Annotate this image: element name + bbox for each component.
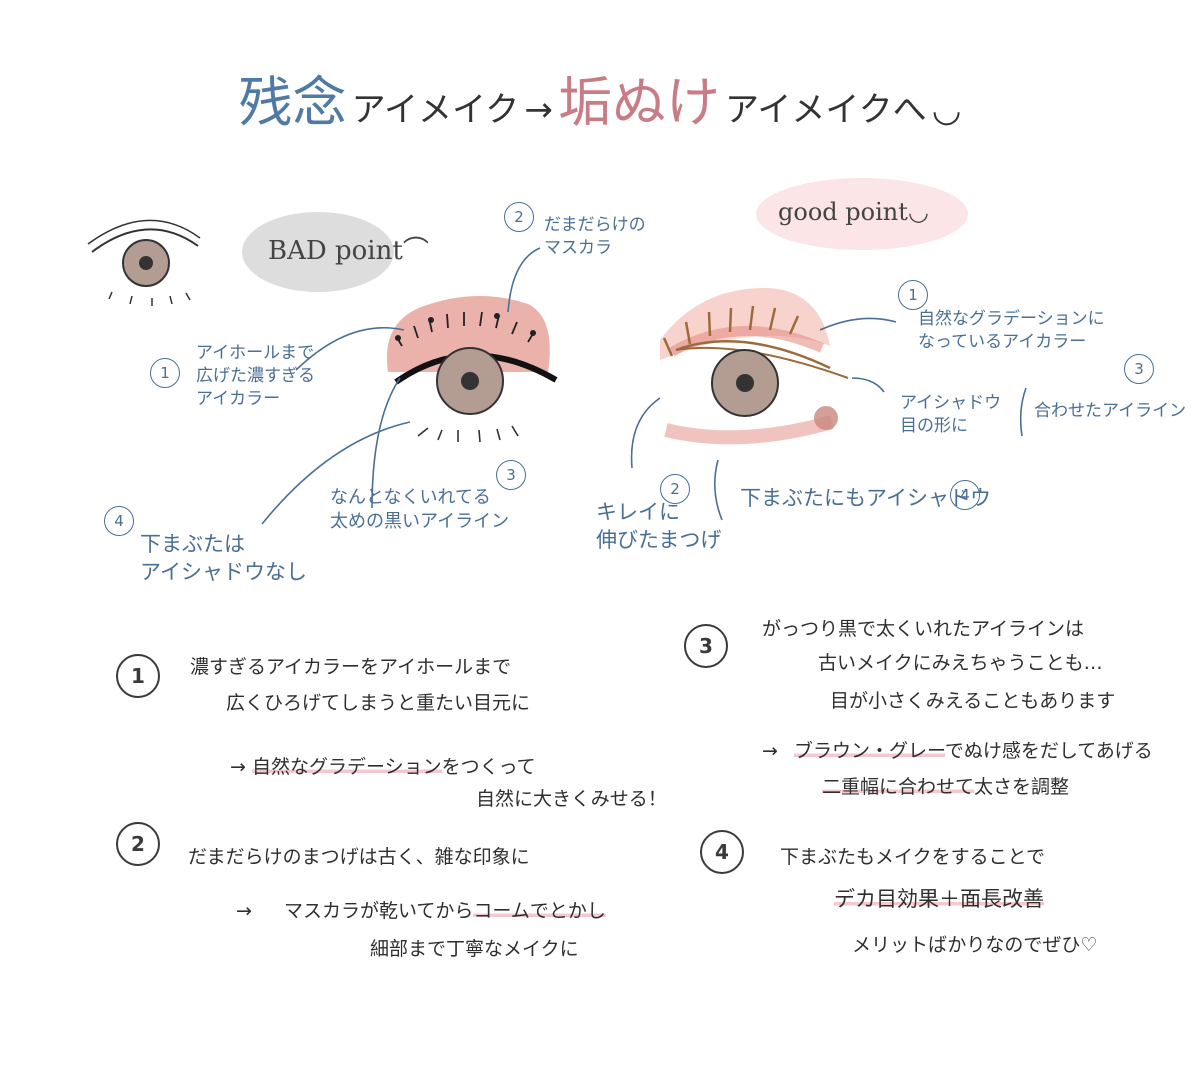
- note4-highlight: デカ目効果＋面長改善: [834, 887, 1044, 911]
- note2-line3: 細部まで丁寧なメイクに: [370, 938, 579, 960]
- good-badge-label: good point: [778, 198, 908, 226]
- bad-num-2: 2: [504, 202, 534, 232]
- note1-line3: → 自然なグラデーションをつくって: [230, 756, 536, 780]
- good-annotation-3a: アイシャドウ 目の形に: [900, 393, 1002, 436]
- good-num-2: 2: [660, 474, 690, 504]
- page-title: 残念 アイメイク → 垢ぬけ アイメイクへ ◡: [0, 58, 1200, 137]
- note3-line3: 目が小さくみえることもあります: [830, 690, 1116, 712]
- bad-annotation-4: 下まぶたは アイシャドウなし: [140, 532, 307, 585]
- bad-badge-bg: [242, 212, 394, 292]
- good-num-4: 4: [950, 480, 980, 510]
- good-eye: [660, 287, 849, 445]
- leader-lines: [261, 247, 1027, 525]
- note-num-2: 2: [116, 822, 160, 866]
- title-part4: アイメイクへ: [725, 90, 927, 130]
- good-badge-bg: [756, 178, 968, 250]
- reference-eye: [87, 219, 201, 306]
- note-num-4: 4: [700, 830, 744, 874]
- note1-line1: 濃すぎるアイカラーをアイホールまで: [190, 656, 512, 678]
- title-arrow: →: [524, 90, 553, 130]
- note-num-3: 3: [684, 624, 728, 668]
- note2-line1: だまだらけのまつげは古く、雑な印象に: [188, 846, 530, 868]
- title-emoji: ◡: [931, 90, 962, 130]
- bad-annotation-2: だまだらけの マスカラ: [544, 215, 646, 258]
- title-part3: 垢ぬけ: [557, 71, 720, 134]
- good-annotation-2: キレイに 伸びたまつげ: [596, 500, 722, 553]
- title-part2: アイメイク: [351, 90, 520, 130]
- good-face-icon: ◡: [907, 198, 929, 226]
- note3-line5: 二重幅に合わせて太さを調整: [822, 776, 1069, 800]
- bad-badge: BAD point⌒: [268, 238, 429, 264]
- bad-eye: [386, 296, 558, 443]
- note1-line4: 自然に大きくみせる！: [476, 788, 667, 810]
- bad-num-1: 1: [150, 358, 180, 388]
- note1-arrow: →: [230, 756, 246, 778]
- note-num-1: 1: [116, 654, 160, 698]
- note3-line4-rest: でぬけ感をだしてあげる: [944, 740, 1153, 762]
- note3-line5-rest: 太さを調整: [974, 776, 1070, 798]
- good-num-1: 1: [898, 280, 928, 310]
- note1-line3-rest: をつくって: [441, 756, 536, 778]
- note2-line2: → マスカラが乾いてからコームでとかし: [236, 900, 606, 924]
- note3-arrow: →: [762, 740, 778, 762]
- note4-line1: 下まぶたもメイクをすることで: [780, 846, 1046, 868]
- good-annotation-3b: 合わせたアイライン: [1034, 401, 1187, 421]
- bad-num-3: 3: [496, 460, 526, 490]
- note1-highlight: 自然なグラデーション: [251, 756, 442, 778]
- bad-badge-label: BAD point: [268, 236, 403, 266]
- note1-line2: 広くひろげてしまうと重たい目元に: [226, 692, 531, 714]
- note3-highlight: ブラウン・グレー: [793, 740, 945, 762]
- good-annotation-4: 下まぶたにもアイシャドウ: [740, 486, 991, 510]
- good-num-3: 3: [1124, 354, 1154, 384]
- note3-line2: 古いメイクにみえちゃうことも…: [818, 652, 1103, 674]
- note2-arrow: →: [236, 900, 252, 922]
- note3-highlight2: 二重幅に合わせて: [822, 776, 975, 798]
- good-annotation-1: 自然なグラデーションに なっているアイカラー: [918, 309, 1105, 352]
- bad-annotation-1: アイホールまで 広げた濃すぎる アイカラー: [196, 343, 315, 409]
- bad-face-icon: ⌒: [402, 236, 429, 266]
- note3-line4: → ブラウン・グレーでぬけ感をだしてあげる: [762, 740, 1153, 764]
- note2-line2a: マスカラが乾いてから: [283, 900, 474, 922]
- bad-annotation-3: なんとなくいれてる 太めの黒いアイライン: [330, 487, 510, 533]
- note4-line2: メリットばかりなのでぜひ♡: [852, 934, 1098, 956]
- note3-line1: がっつり黒で太くいれたアイラインは: [762, 618, 1085, 640]
- note2-highlight: コームでとかし: [473, 900, 606, 922]
- bad-num-4: 4: [104, 506, 134, 536]
- note4-highlight-line: デカ目効果＋面長改善: [834, 886, 1044, 912]
- title-part1: 残念: [238, 71, 347, 134]
- good-badge: good point◡: [778, 200, 929, 224]
